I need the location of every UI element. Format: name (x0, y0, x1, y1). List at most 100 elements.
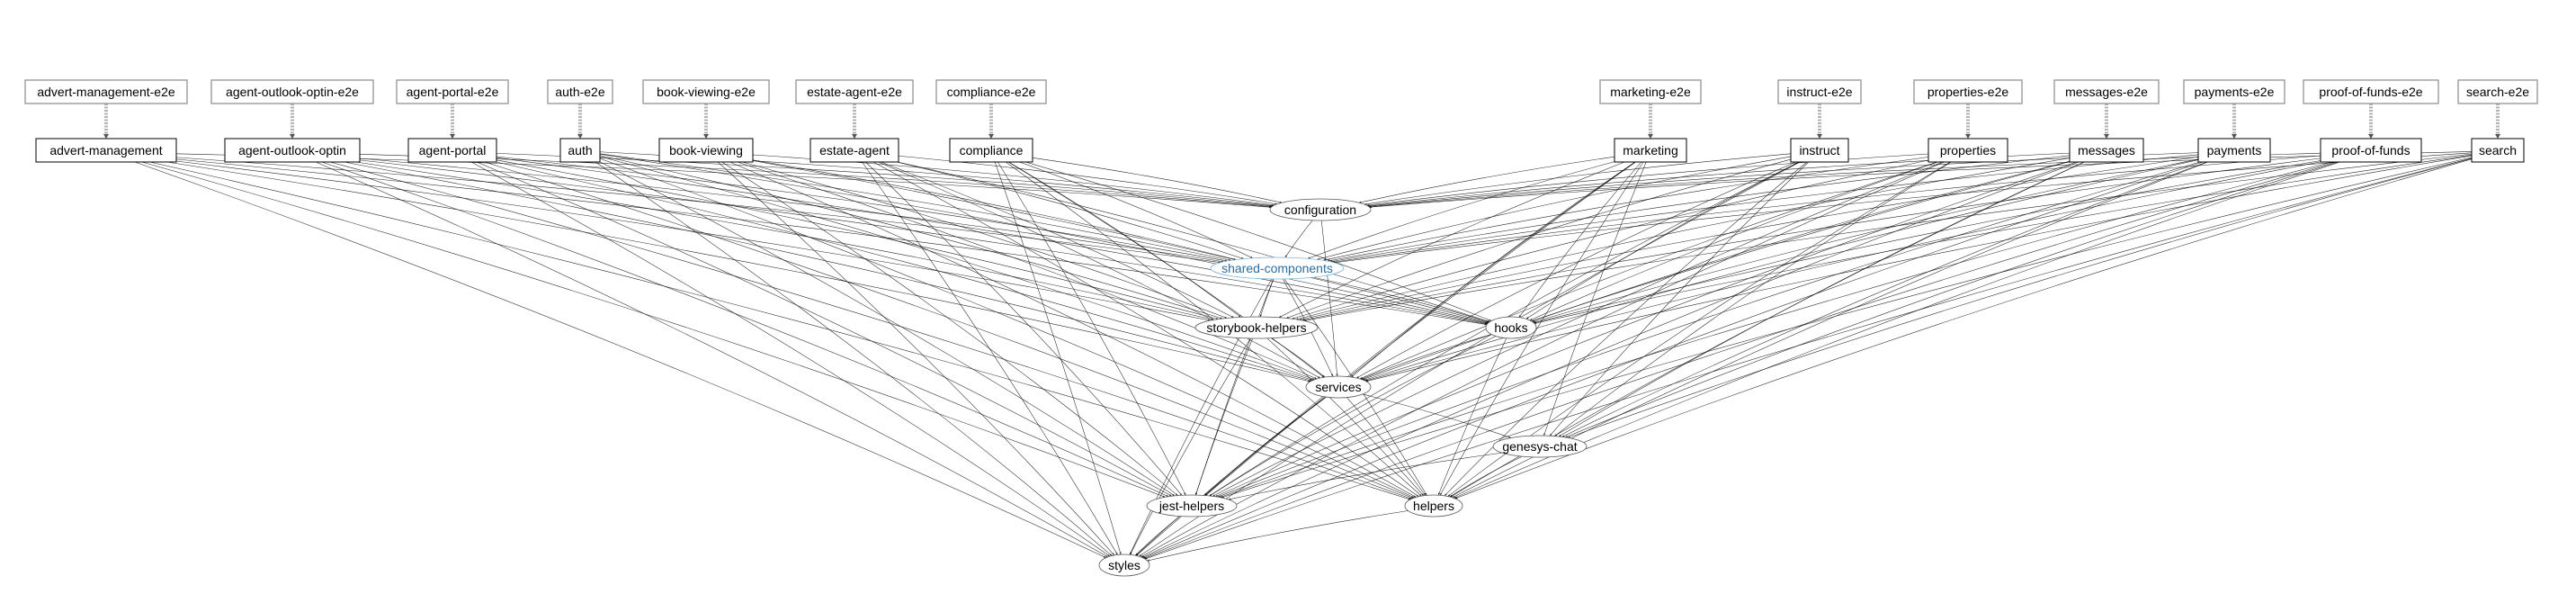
node-hooks[interactable]: hooks (1485, 316, 1537, 339)
node-marketing-e2e[interactable]: marketing-e2e (1599, 79, 1702, 104)
node-instruct-e2e[interactable]: instruct-e2e (1777, 79, 1862, 104)
node-label: search (2479, 143, 2517, 158)
node-box (396, 79, 509, 104)
implicit-edge-agent-outlook-optin-e2e (291, 104, 294, 139)
edge-instruct-to-shared-components (1317, 156, 1792, 260)
edge-estate-agent-to-helpers (873, 161, 1419, 497)
node-box (2303, 79, 2439, 104)
edge-instruct-to-hooks (1525, 161, 1800, 320)
node-box (35, 138, 177, 163)
implicit-edge-arrow (1965, 134, 1971, 139)
node-styles[interactable]: styles (1098, 554, 1150, 577)
edge-messages-to-jest-helpers (1215, 161, 2077, 498)
node-compliance[interactable]: compliance (949, 138, 1033, 163)
edge-payments-to-genesys-chat (1561, 161, 2207, 437)
node-label: helpers (1413, 499, 1454, 513)
edge-properties-to-styles (1140, 161, 1945, 558)
node-compliance-e2e[interactable]: compliance-e2e (935, 79, 1047, 104)
node-auth-e2e[interactable]: auth-e2e (547, 79, 613, 104)
node-search[interactable]: search (2471, 138, 2525, 163)
node-box (2471, 138, 2525, 163)
node-box (1614, 138, 1687, 163)
implicit-edge-arrow (577, 134, 583, 139)
node-advert-management[interactable]: advert-management (35, 138, 177, 163)
node-label: book-viewing-e2e (657, 85, 756, 99)
node-label: payments-e2e (2195, 85, 2275, 99)
edge-auth-to-jest-helpers (599, 161, 1176, 497)
edge-services-to-styles (1135, 396, 1327, 556)
node-proof-of-funds-e2e[interactable]: proof-of-funds-e2e (2303, 79, 2439, 104)
edge-search-to-genesys-chat (1568, 158, 2473, 438)
edge-shared-components-to-hooks (1312, 276, 1489, 323)
node-payments-e2e[interactable]: payments-e2e (2183, 79, 2285, 104)
node-estate-agent[interactable]: estate-agent (809, 138, 899, 163)
edge-messages-to-shared-components (1327, 155, 2071, 262)
node-book-viewing[interactable]: book-viewing (658, 138, 754, 163)
edge-estate-agent-to-hooks (898, 161, 1490, 322)
node-label: book-viewing (669, 143, 743, 158)
edge-search-to-jest-helpers (1221, 157, 2473, 499)
node-advert-management-e2e[interactable]: advert-management-e2e (24, 79, 188, 104)
node-properties-e2e[interactable]: properties-e2e (1913, 79, 2023, 104)
node-auth[interactable]: auth (559, 138, 601, 163)
edge-properties-to-jest-helpers (1212, 161, 1943, 497)
edge-genesys-chat-to-helpers (1449, 455, 1523, 498)
implicit-edge-properties-e2e (1966, 104, 1970, 139)
node-box (1599, 79, 1702, 104)
edge-genesys-chat-to-jest-helpers (1228, 452, 1503, 500)
edge-agent-outlook-optin-to-hooks (359, 159, 1488, 325)
node-label: advert-management (49, 143, 162, 158)
node-configuration[interactable]: configuration (1269, 198, 1372, 221)
edge-advert-management-to-services (166, 161, 1310, 382)
node-agent-portal[interactable]: agent-portal (407, 138, 497, 163)
edge-services-to-genesys-chat (1362, 393, 1512, 438)
edge-configuration-to-shared-components (1284, 220, 1313, 258)
edge-payments-to-services (1364, 159, 2199, 381)
edge-search-to-shared-components (1334, 152, 2473, 264)
node-genesys-chat[interactable]: genesys-chat (1492, 435, 1588, 458)
node-instruct[interactable]: instruct (1790, 138, 1849, 163)
edge-proof-of-funds-to-hooks (1534, 160, 2321, 324)
edge-properties-to-services (1359, 161, 1937, 380)
node-estate-agent-e2e[interactable]: estate-agent-e2e (795, 79, 914, 104)
edge-book-viewing-to-services (737, 161, 1318, 380)
node-agent-portal-e2e[interactable]: agent-portal-e2e (396, 79, 509, 104)
edge-storybook-helpers-to-services (1270, 338, 1326, 378)
node-box (809, 138, 899, 163)
node-messages-e2e[interactable]: messages-e2e (2053, 79, 2160, 104)
node-shared-components[interactable]: shared-components (1210, 256, 1345, 280)
edge-auth-to-styles (595, 161, 1113, 556)
edge-agent-portal-to-styles (470, 161, 1111, 557)
node-agent-outlook-optin[interactable]: agent-outlook-optin (224, 138, 361, 163)
node-marketing[interactable]: marketing (1614, 138, 1687, 163)
edge-agent-outlook-optin-to-styles (315, 161, 1108, 558)
node-properties[interactable]: properties (1928, 138, 2008, 163)
edge-book-viewing-to-jest-helpers (721, 161, 1178, 496)
node-label: genesys-chat (1502, 439, 1577, 454)
implicit-edge-arrow (1817, 134, 1822, 139)
node-messages[interactable]: messages (2069, 138, 2144, 163)
edge-compliance-to-hooks (1025, 161, 1492, 321)
node-proof-of-funds[interactable]: proof-of-funds (2320, 138, 2422, 163)
node-label: hooks (1494, 320, 1527, 335)
node-search-e2e[interactable]: search-e2e (2457, 79, 2538, 104)
edge-auth-to-helpers (599, 158, 1415, 499)
node-agent-outlook-optin-e2e[interactable]: agent-outlook-optin-e2e (210, 79, 374, 104)
edge-search-to-hooks (1534, 154, 2473, 324)
edge-agent-outlook-optin-to-jest-helpers (321, 161, 1169, 497)
node-storybook-helpers[interactable]: storybook-helpers (1194, 316, 1319, 339)
edge-book-viewing-to-shared-components (752, 159, 1237, 261)
node-ellipse (1146, 494, 1238, 518)
node-helpers[interactable]: helpers (1404, 494, 1463, 518)
node-label: proof-of-funds-e2e (2319, 85, 2422, 99)
node-payments[interactable]: payments (2197, 138, 2271, 163)
edges-layer (103, 104, 2500, 562)
edge-payments-to-styles (1143, 161, 2204, 559)
node-label: messages (2078, 143, 2135, 158)
node-book-viewing-e2e[interactable]: book-viewing-e2e (642, 79, 770, 104)
node-services[interactable]: services (1305, 375, 1372, 399)
edge-advert-management-to-storybook-helpers (175, 160, 1211, 321)
node-jest-helpers[interactable]: jest-helpers (1146, 494, 1238, 518)
node-ellipse (1210, 256, 1345, 280)
implicit-edge-proof-of-funds-e2e (2369, 104, 2373, 139)
